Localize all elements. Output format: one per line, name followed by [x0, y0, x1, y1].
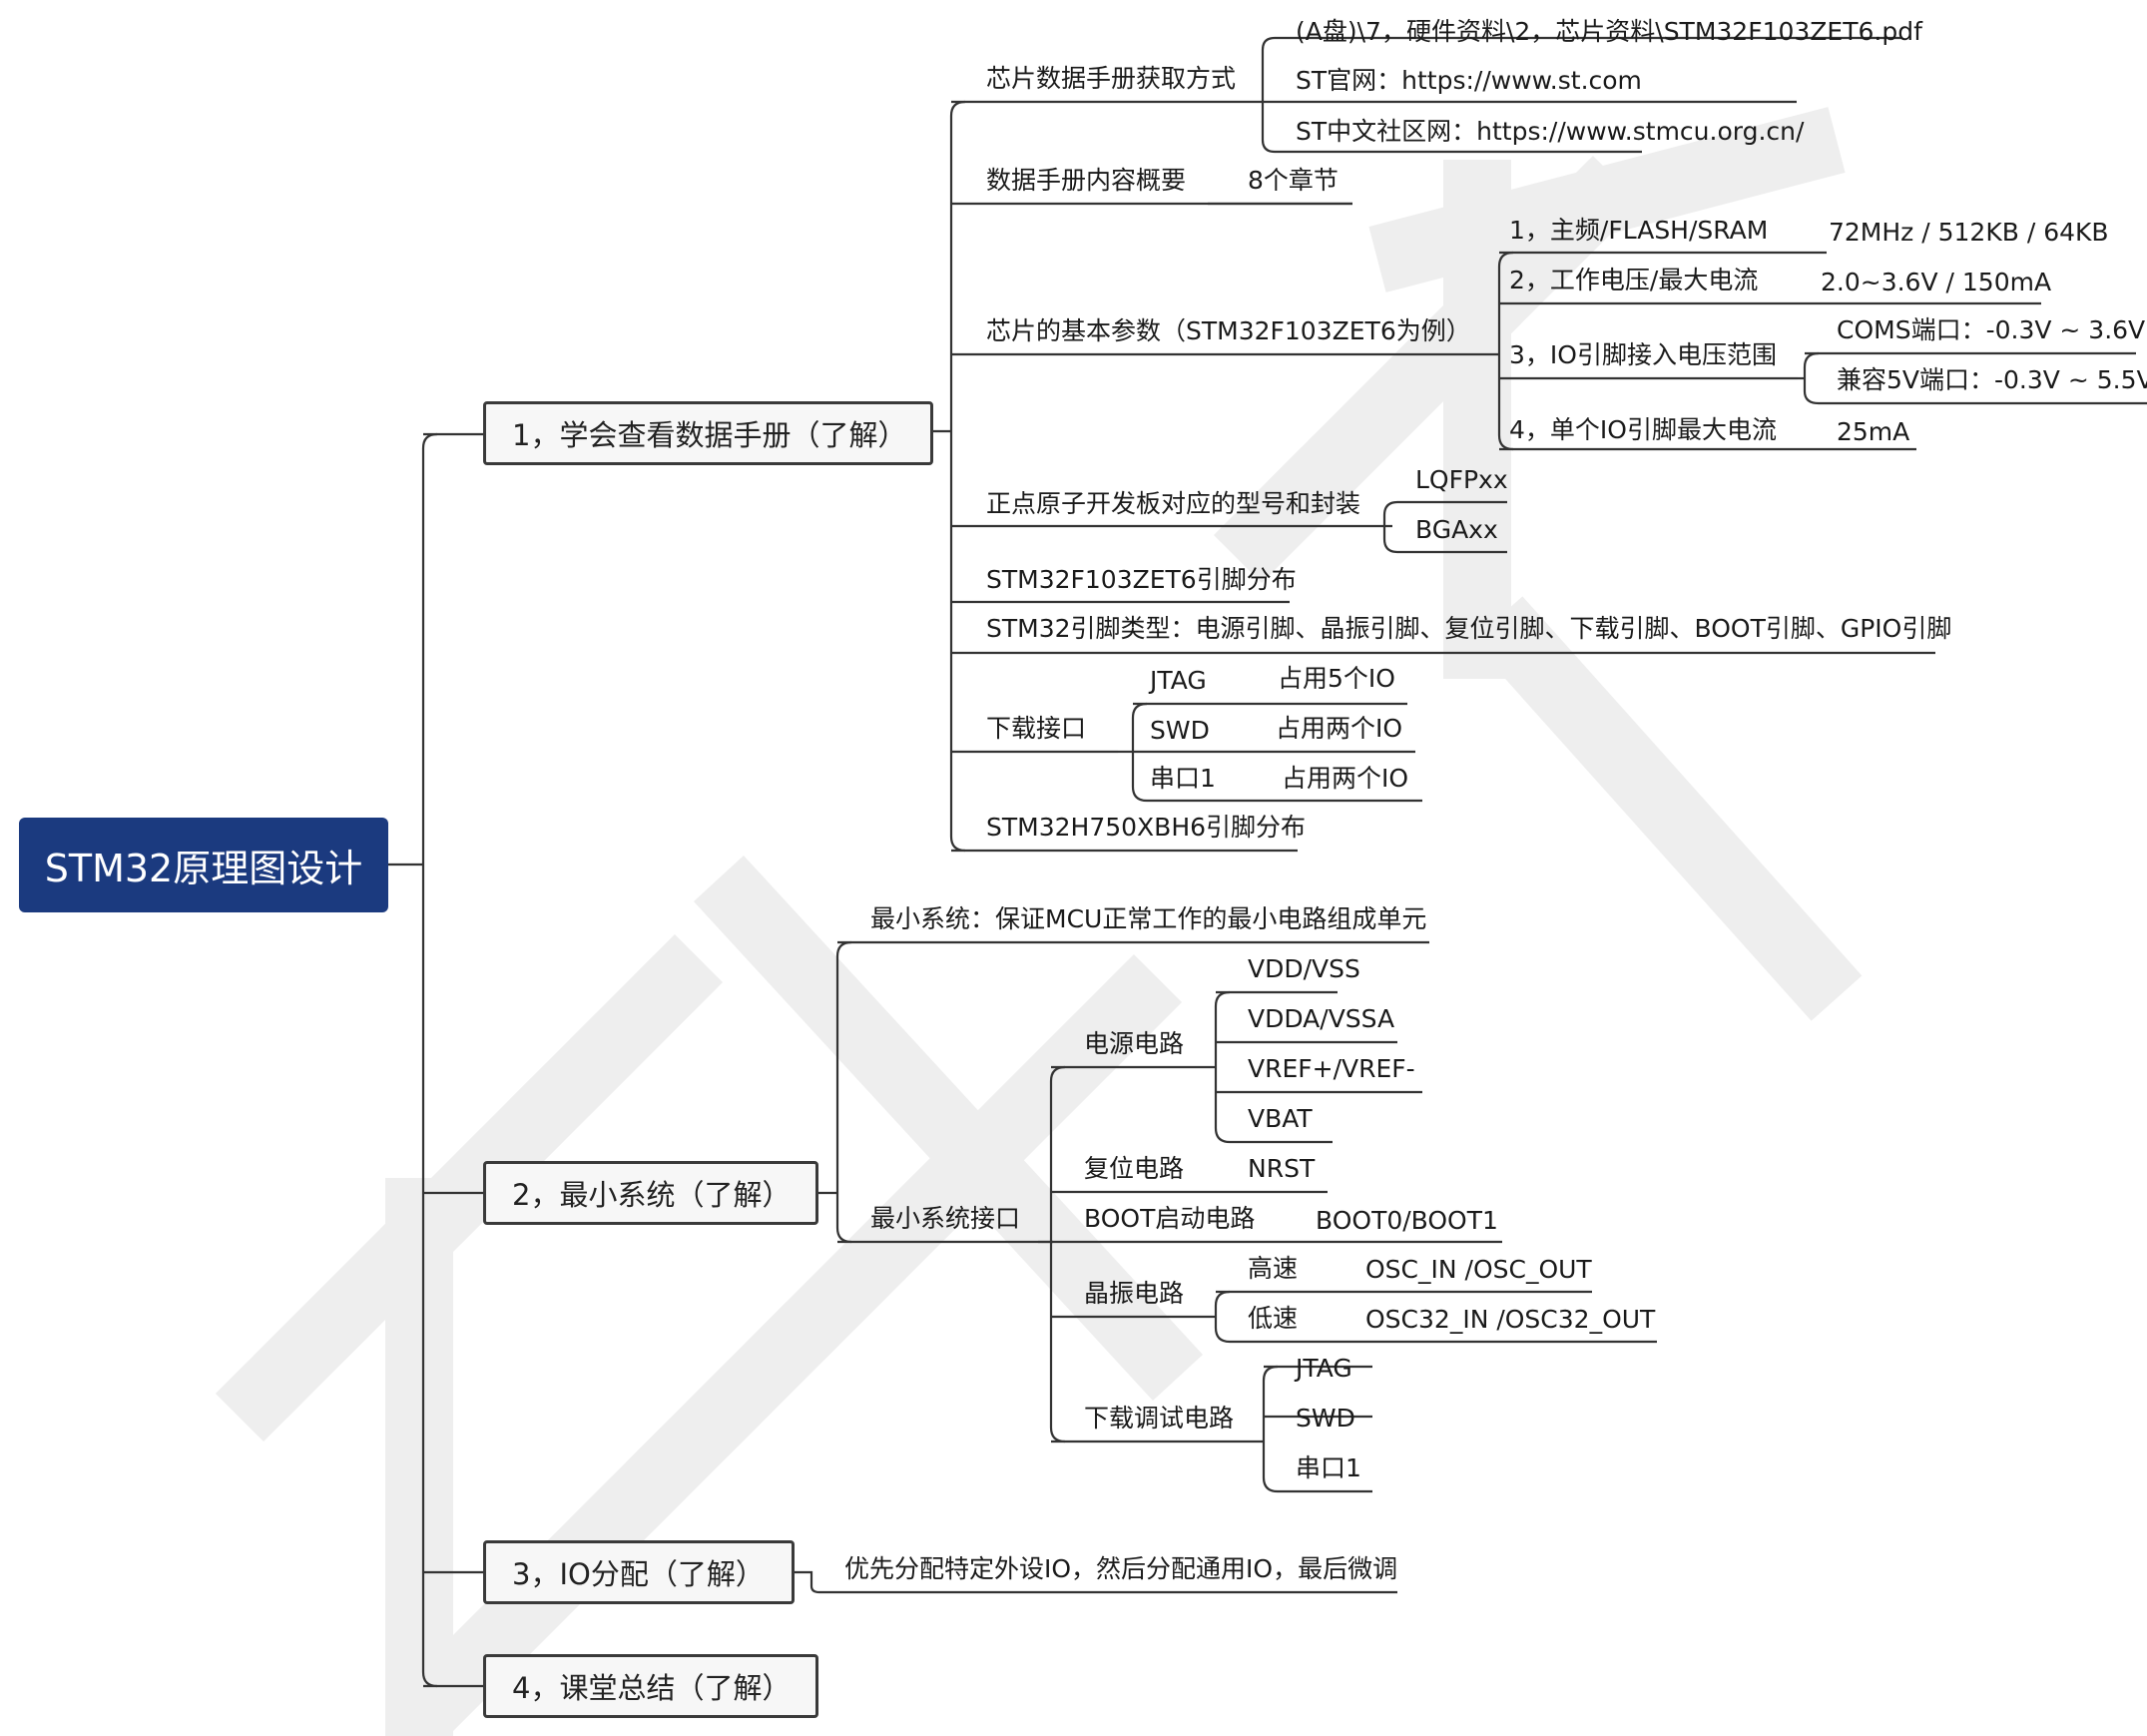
node-boot-circuit[interactable]: BOOT启动电路: [1084, 1204, 1256, 1233]
topic-section-3-label: 3，IO分配（了解）: [512, 1557, 765, 1591]
node-board-package[interactable]: 正点原子开发板对应的型号和封装: [986, 489, 1361, 518]
node-osc-low[interactable]: 低速: [1248, 1304, 1299, 1333]
node-pin-types[interactable]: STM32引脚类型：电源引脚、晶振引脚、复位引脚、下载引脚、BOOT引脚、GPI…: [986, 614, 1952, 643]
root-node[interactable]: STM32原理图设计: [19, 818, 388, 912]
node-overview-chapters[interactable]: 8个章节: [1248, 166, 1339, 195]
node-power-vdd[interactable]: VDD/VSS: [1248, 954, 1360, 983]
topic-section-1[interactable]: 1，学会查看数据手册（了解）: [483, 401, 933, 465]
node-package-lqfp[interactable]: LQFPxx: [1415, 465, 1508, 494]
node-download-interface[interactable]: 下载接口: [986, 714, 1087, 743]
node-osc-circuit[interactable]: 晶振电路: [1084, 1279, 1185, 1308]
node-download-jtag-io[interactable]: 占用5个IO: [1278, 664, 1395, 693]
topic-section-2-label: 2，最小系统（了解）: [512, 1178, 792, 1212]
node-source-st-site[interactable]: ST官网：https://www.st.com: [1296, 66, 1642, 95]
node-debug-circuit[interactable]: 下载调试电路: [1084, 1404, 1235, 1433]
topic-section-3[interactable]: 3，IO分配（了解）: [483, 1540, 795, 1604]
node-param-coms-range[interactable]: COMS端口：-0.3V ~ 3.6V: [1837, 315, 2146, 344]
node-param-voltage-value[interactable]: 2.0~3.6V / 150mA: [1821, 268, 2052, 296]
node-download-uart-io[interactable]: 占用两个IO: [1282, 764, 1409, 793]
node-reset-nrst[interactable]: NRST: [1248, 1154, 1316, 1183]
node-download-jtag[interactable]: JTAG: [1150, 666, 1207, 695]
node-download-uart[interactable]: 串口1: [1150, 764, 1216, 793]
node-datasheet-source[interactable]: 芯片数据手册获取方式: [986, 64, 1237, 93]
node-debug-jtag[interactable]: JTAG: [1296, 1354, 1352, 1383]
node-package-bga[interactable]: BGAxx: [1415, 515, 1498, 544]
node-param-freq-value[interactable]: 72MHz / 512KB / 64KB: [1829, 218, 2109, 247]
topic-section-1-label: 1，学会查看数据手册（了解）: [512, 418, 907, 452]
topic-section-4-label: 4，课堂总结（了解）: [512, 1671, 792, 1705]
node-param-io-voltage-label[interactable]: 3，IO引脚接入电压范围: [1509, 340, 1777, 369]
node-osc-high[interactable]: 高速: [1248, 1254, 1299, 1283]
node-power-vref[interactable]: VREF+/VREF-: [1248, 1054, 1415, 1083]
topic-section-4[interactable]: 4，课堂总结（了解）: [483, 1654, 818, 1718]
node-power-circuit[interactable]: 电源电路: [1084, 1029, 1185, 1058]
node-osc-high-pins[interactable]: OSC_IN /OSC_OUT: [1365, 1255, 1592, 1284]
node-param-io-current-label[interactable]: 4，单个IO引脚最大电流: [1509, 415, 1777, 444]
node-h750-pinout[interactable]: STM32H750XBH6引脚分布: [986, 813, 1307, 842]
node-source-stmcu-site[interactable]: ST中文社区网：https://www.stmcu.org.cn/: [1296, 117, 1805, 146]
node-power-vdda[interactable]: VDDA/VSSA: [1248, 1004, 1395, 1033]
node-min-system-interface[interactable]: 最小系统接口: [870, 1204, 1021, 1233]
topic-section-2[interactable]: 2，最小系统（了解）: [483, 1161, 818, 1225]
node-f103-pinout[interactable]: STM32F103ZET6引脚分布: [986, 565, 1297, 594]
node-boot-pins[interactable]: BOOT0/BOOT1: [1316, 1206, 1498, 1235]
node-min-system-definition[interactable]: 最小系统：保证MCU正常工作的最小电路组成单元: [870, 904, 1427, 933]
node-basic-params[interactable]: 芯片的基本参数（STM32F103ZET6为例）: [986, 316, 1471, 345]
node-param-freq-label[interactable]: 1，主频/FLASH/SRAM: [1509, 216, 1769, 245]
node-param-io-current-value[interactable]: 25mA: [1837, 417, 1910, 446]
node-param-voltage-label[interactable]: 2，工作电压/最大电流: [1509, 266, 1759, 294]
node-debug-uart[interactable]: 串口1: [1296, 1453, 1361, 1482]
node-download-swd-io[interactable]: 占用两个IO: [1276, 714, 1403, 743]
root-label: STM32原理图设计: [44, 847, 363, 890]
node-reset-circuit[interactable]: 复位电路: [1084, 1154, 1185, 1183]
node-osc-low-pins[interactable]: OSC32_IN /OSC32_OUT: [1365, 1305, 1656, 1334]
node-param-5v-range[interactable]: 兼容5V端口：-0.3V ~ 5.5V: [1837, 365, 2147, 394]
node-io-allocation-rule[interactable]: 优先分配特定外设IO，然后分配通用IO，最后微调: [844, 1554, 1398, 1583]
node-download-swd[interactable]: SWD: [1150, 716, 1210, 745]
node-power-vbat[interactable]: VBAT: [1248, 1104, 1313, 1133]
node-datasheet-overview[interactable]: 数据手册内容概要: [986, 166, 1187, 195]
node-debug-swd[interactable]: SWD: [1296, 1404, 1355, 1433]
node-source-local-path[interactable]: (A盘)\7，硬件资料\2，芯片资料\STM32F103ZET6.pdf: [1296, 17, 1922, 46]
